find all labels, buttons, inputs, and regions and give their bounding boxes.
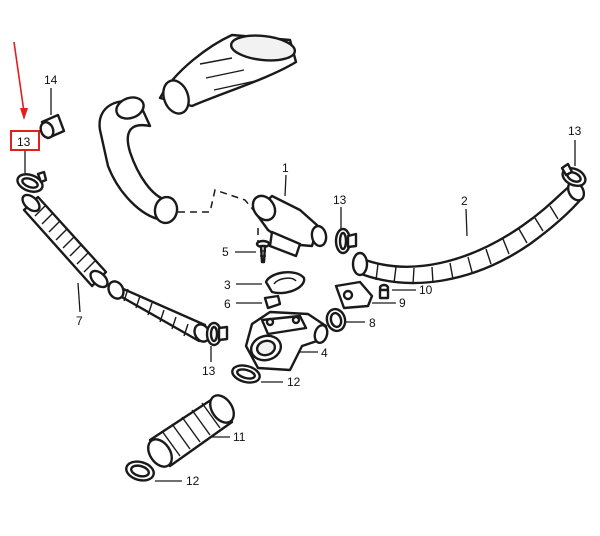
callout-13-mid: 13: [333, 193, 347, 207]
callout-13-highlighted: 13: [17, 135, 31, 149]
part-13-clamp-right: [560, 162, 587, 188]
elbow-hose: [98, 96, 179, 225]
callout-13-lower: 13: [202, 364, 216, 378]
part-7-hose-lower: [107, 280, 211, 343]
part-9-bracket: [334, 280, 374, 310]
part-12-clamp-lower: [125, 460, 155, 482]
callout-11: 11: [233, 430, 246, 444]
part-11-hose: [147, 394, 235, 468]
callout-12-lower: 12: [186, 474, 200, 488]
callout-7: 7: [76, 314, 83, 328]
callout-13-right: 13: [568, 124, 582, 138]
callout-6: 6: [224, 297, 231, 311]
callout-9: 9: [399, 296, 406, 310]
callout-5: 5: [222, 245, 229, 259]
upper-air-duct: [158, 33, 298, 115]
part-12-clamp-upper: [231, 364, 261, 384]
callout-10: 10: [419, 283, 433, 297]
part-13-clamp-mid: [334, 227, 358, 255]
part-6-bracket: [263, 294, 282, 310]
callout-4: 4: [321, 346, 328, 360]
callout-12-upper: 12: [287, 375, 301, 389]
part-7-hose: [21, 193, 109, 289]
part-14-sleeve: [39, 113, 66, 140]
callout-1: 1: [282, 161, 289, 175]
part-13-clamp-lower: [205, 321, 229, 347]
part-3-gasket: [264, 271, 306, 295]
highlight-arrow: [13, 41, 28, 120]
part-13-clamp-left: [16, 170, 48, 193]
part-4-housing: [244, 310, 329, 372]
callout-8: 8: [369, 316, 376, 330]
part-5-screw: [255, 239, 271, 264]
part-1-connector: [251, 194, 328, 258]
callout-3: 3: [224, 278, 231, 292]
callout-14: 14: [44, 73, 58, 87]
part-8-clamp: [325, 307, 347, 333]
highlight-box: [10, 130, 40, 151]
callout-2: 2: [461, 194, 468, 208]
part-2-hose: [351, 180, 586, 285]
part-10-fitting: [378, 283, 390, 300]
